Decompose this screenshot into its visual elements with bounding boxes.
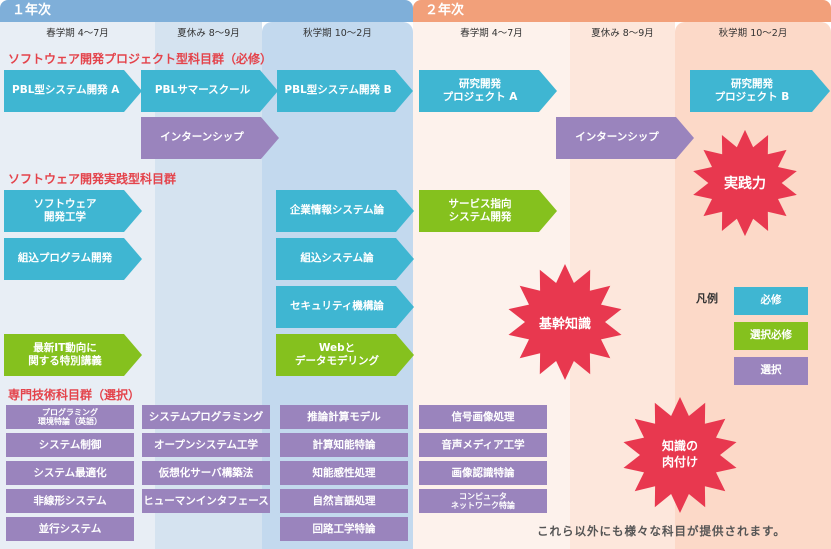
course-web-data-label: Webと データモデリング [295,341,379,367]
tech-computer-network-label: コンピュータ ネットワーク特論 [451,491,515,510]
tech-image-recognition: 画像認識特論 [419,461,547,485]
course-embedded-program: 組込プログラム開発 [4,238,142,280]
legend-title: 凡例 [696,292,718,305]
course-latest-it: 最新IT動向に 関する特別講義 [4,334,142,376]
col-header-y2-autumn: 秋学期 10〜2月 [718,28,788,39]
legend-required: 必修 [734,287,808,315]
course-enterprise-info: 企業情報システム論 [276,190,414,232]
burst-practical-label: 実践力 [724,176,766,192]
tech-computational-intelligence: 計算知能特論 [280,433,408,457]
course-pbl-system-b: PBL型システム開発 B [277,70,413,112]
course-software-eng-label: ソフトウェア 開発工学 [33,197,97,223]
course-service-system-label: サービス指向 システム開発 [448,197,512,223]
course-internship-y1: インターンシップ [141,117,279,159]
tech-virtual-server: 仮想化サーバ構築法 [142,461,270,485]
course-web-data: Webと データモデリング [276,334,414,376]
tech-signal-image: 信号画像処理 [419,405,547,429]
col-header-y1-summer: 夏休み 8〜9月 [177,28,240,39]
tech-nlp: 自然言語処理 [280,489,408,513]
col-header-y2-summer: 夏休み 8〜9月 [591,28,654,39]
course-pbl-system-a: PBL型システム開発 A [4,70,142,112]
col-header-y1-spring: 春学期 4〜7月 [46,28,109,39]
col-header-y1-autumn: 秋学期 10〜2月 [303,28,372,39]
tech-open-system: オープンシステム工学 [142,433,270,457]
course-pbl-summer-school: PBLサマースクール [141,70,278,112]
tech-computer-network: コンピュータ ネットワーク特論 [419,489,547,513]
burst-core-label: 基幹知識 [538,316,591,332]
tech-system-programming: システムプログラミング [142,405,270,429]
starburst-core-knowledge [508,264,622,380]
tech-inference-model: 推論計算モデル [280,405,408,429]
section-practice-title: ソフトウェア開発実践型科目群 [8,172,177,186]
tech-system-control: システム制御 [6,433,134,457]
tech-audio-media: 音声メディア工学 [419,433,547,457]
section-tech-title: 専門技術科目群（選択） [8,388,141,402]
tech-nonlinear: 非線形システム [6,489,134,513]
course-research-a-label: 研究開発 プロジェクト A [442,77,518,103]
legend-elective: 選択 [734,357,808,385]
tech-parallel: 並行システム [6,517,134,541]
starburst-knowledge-flesh [623,397,737,513]
tech-programming-english-label: プログラミング 環境特論（英語） [38,407,102,426]
legend-elective-required: 選択必修 [734,322,808,350]
tech-human-interface: ヒューマンインタフェース [142,489,270,513]
course-internship-y2: インターンシップ [556,117,694,159]
course-embedded-system: 組込システム論 [276,238,414,280]
tech-kansei: 知能感性処理 [280,461,408,485]
col-header-y2-spring: 春学期 4〜7月 [460,28,523,39]
burst-flesh-label: 知識の 肉付け [661,439,698,469]
year1-header: １年次 [0,0,413,22]
course-security: セキュリティ機構論 [276,286,414,328]
course-service-system: サービス指向 システム開発 [419,190,557,232]
course-research-b-label: 研究開発 プロジェクト B [714,77,790,103]
tech-circuit: 回路工学特論 [280,517,408,541]
tech-programming-english: プログラミング 環境特論（英語） [6,405,134,429]
starburst-practical-power [693,129,797,237]
year2-header: ２年次 [413,0,831,22]
tech-system-optimization: システム最適化 [6,461,134,485]
course-latest-it-label: 最新IT動向に 関する特別講義 [28,341,102,367]
course-software-eng: ソフトウェア 開発工学 [4,190,142,232]
section-pbl-title: ソフトウェア開発プロジェクト型科目群（必修） [8,52,273,66]
course-research-b: 研究開発 プロジェクト B [690,70,830,112]
footer-note: これら以外にも様々な科目が提供されます。 [537,524,786,538]
course-research-a: 研究開発 プロジェクト A [419,70,557,112]
